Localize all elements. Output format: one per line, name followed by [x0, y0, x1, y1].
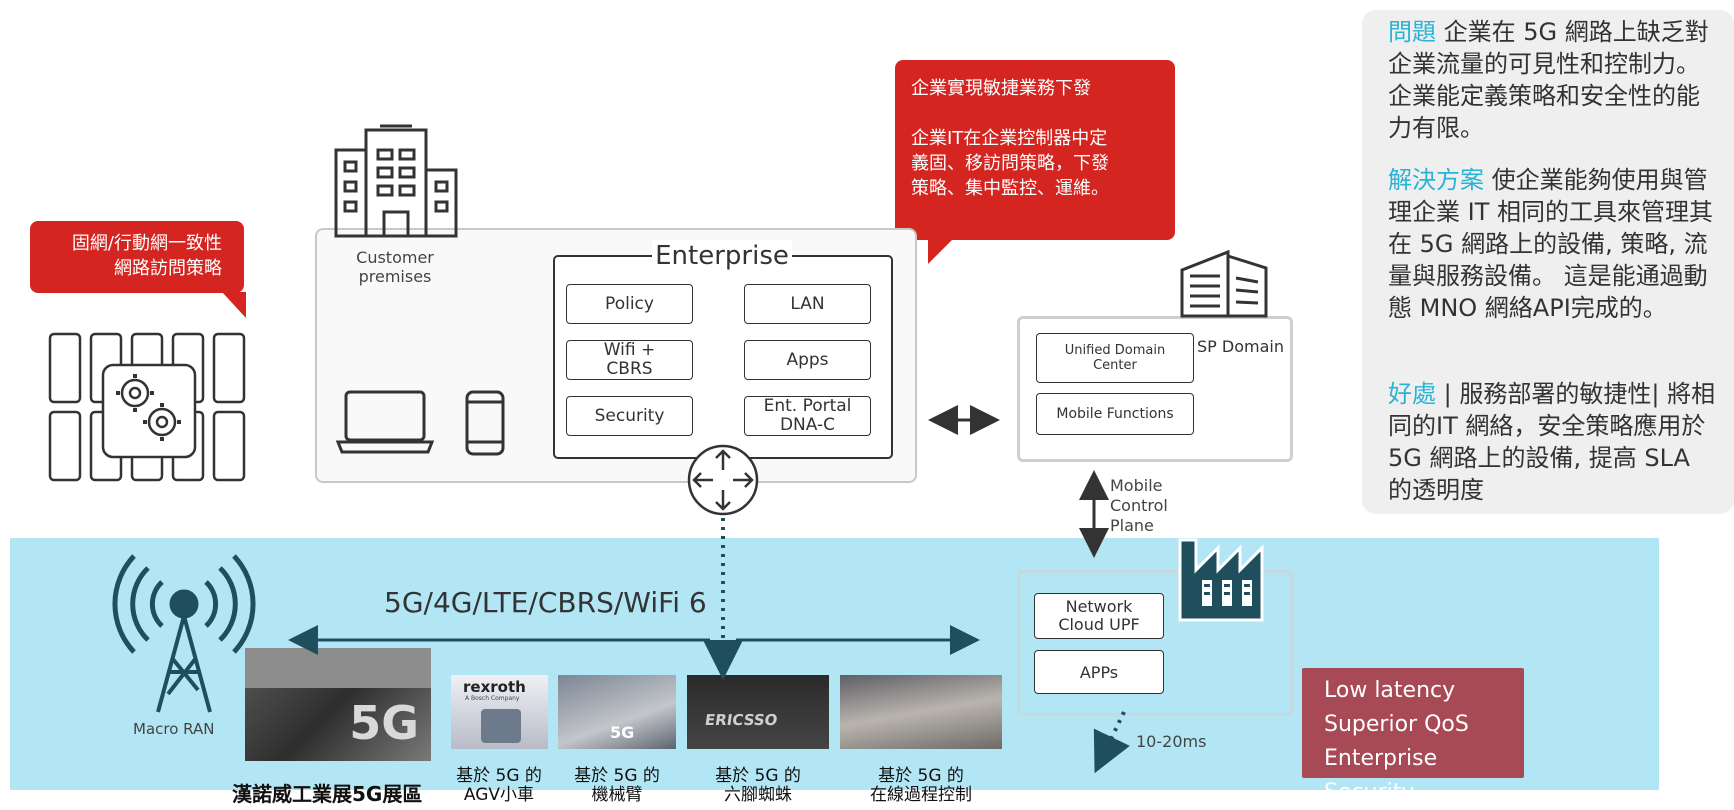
benefit-text: | 服務部署的敏捷性| 將相同的IT 網絡，安全策略應用於 5G 網路上的設備,… — [1388, 380, 1716, 504]
spider-robot-photo: ERICSSO — [687, 675, 829, 749]
process-control-caption-line1: 基於 5G 的 — [878, 766, 964, 786]
benefit-enterprise-security: Enterprise Security — [1324, 746, 1438, 805]
benefit-superior-qos: Superior QoS — [1324, 712, 1469, 737]
robot-arm-caption-line2: 機械臂 — [591, 785, 643, 805]
office-building-icon — [334, 124, 458, 238]
robot-arm-5g-logo: 5G — [610, 723, 635, 742]
apps-box: Apps — [744, 340, 871, 380]
spider-caption-line1: 基於 5G 的 — [715, 766, 801, 786]
problem-text: 企業在 5G 網路上缺乏對企業流量的可見性和控制力。 企業能定義策略和安全性的能… — [1388, 18, 1709, 142]
enterprise-title: Enterprise — [652, 240, 792, 272]
laptop-icon — [335, 390, 435, 454]
robot-arm-photo: 5G — [558, 675, 676, 749]
agile-callout-line1: 企業IT在企業控制器中定 — [911, 128, 1108, 149]
info-panel — [1362, 10, 1734, 514]
agile-callout-line3: 策略、集中監控、運維。 — [911, 178, 1109, 199]
spider-caption-line2: 六腳蜘蛛 — [724, 785, 792, 805]
robot-arm-caption: 基於 5G 的 機械臂 — [567, 767, 667, 805]
agv-caption-line1: 基於 5G 的 — [456, 766, 542, 786]
ent-portal-box: Ent. Portal DNA-C — [744, 396, 871, 436]
mobile-control-plane-label: Mobile Control Plane — [1110, 476, 1168, 536]
agv-caption: 基於 5G 的 AGV小車 — [449, 767, 549, 805]
apps-upf-box: APPs — [1034, 650, 1164, 694]
problem-label: 問題 — [1388, 18, 1436, 46]
spider-caption: 基於 5G 的 六腳蜘蛛 — [708, 767, 808, 805]
policy-callout: 固網/行動網一致性 網路訪問策略 — [30, 221, 244, 293]
benefits-box: Low latency Superior QoS Enterprise Secu… — [1302, 668, 1524, 805]
rexroth-sub-text: A Bosch Company — [465, 695, 520, 702]
problem-paragraph: 問題 企業在 5G 網路上缺乏對企業流量的可見性和控制力。 企業能定義策略和安全… — [1388, 16, 1718, 144]
agv-caption-line2: AGV小車 — [463, 785, 535, 805]
expo-5g-photo: 5G — [245, 648, 431, 761]
agv-shape — [481, 709, 521, 743]
radio-technologies-label: 5G/4G/LTE/CBRS/WiFi 6 — [384, 586, 707, 619]
wifi-cbrs-box: Wifi + CBRS — [566, 340, 693, 380]
upf-box — [1017, 570, 1293, 716]
latency-label: 10-20ms — [1136, 732, 1207, 751]
expo-caption: 漢諾威工業展5G展區 — [232, 782, 423, 806]
macro-ran-label: Macro RAN — [133, 720, 215, 738]
benefit-low-latency: Low latency — [1324, 678, 1456, 703]
expo-photo-ceiling — [245, 648, 431, 688]
lan-box: LAN — [744, 284, 871, 324]
security-box: Security — [566, 396, 693, 436]
premises-line1: Customer — [356, 248, 434, 267]
agile-callout-line2: 義固、移訪問策略，下發 — [911, 153, 1109, 174]
solution-text: 使企業能夠使用與管理企業 IT 相同的工具來管理其在 5G 網路上的設備, 策略… — [1388, 166, 1713, 322]
sp-domain-label: SP Domain — [1197, 337, 1284, 356]
policy-callout-line1: 固網/行動網一致性 — [71, 233, 222, 254]
expo-5g-text: 5G — [349, 696, 419, 750]
premises-line2: premises — [358, 267, 432, 286]
process-control-photo — [840, 675, 1002, 749]
policy-box: Policy — [566, 284, 693, 324]
control-plane-line2: Control — [1110, 496, 1168, 515]
control-plane-line3: Plane — [1110, 516, 1154, 535]
process-control-caption: 基於 5G 的 在線過程控制 — [856, 767, 986, 805]
rexroth-logo-text: rexroth — [463, 678, 526, 696]
agile-callout-title: 企業實現敏捷業務下發 — [911, 78, 1091, 99]
solution-label: 解決方案 — [1388, 166, 1484, 194]
solution-paragraph: 解決方案 使企業能夠使用與管理企業 IT 相同的工具來管理其在 5G 網路上的設… — [1388, 164, 1718, 324]
policy-callout-tail — [222, 292, 246, 318]
agile-callout: 企業實現敏捷業務下發 企業IT在企業控制器中定 義固、移訪問策略，下發 策略、集… — [895, 60, 1175, 240]
agile-callout-tail — [928, 236, 956, 264]
router-icon — [687, 444, 759, 516]
policy-callout-line2: 網路訪問策略 — [114, 258, 222, 279]
benefit-paragraph: 好處 | 服務部署的敏捷性| 將相同的IT 網絡，安全策略應用於 5G 網路上的… — [1388, 378, 1718, 506]
devices-policy-icon — [48, 332, 246, 482]
unified-domain-center-box: Unified Domain Center — [1036, 333, 1194, 383]
radio-tower-icon — [112, 554, 256, 713]
network-cloud-upf-box: Network Cloud UPF — [1034, 593, 1164, 639]
robot-arm-caption-line1: 基於 5G 的 — [574, 766, 660, 786]
data-center-icon — [1180, 249, 1268, 318]
mobile-functions-box: Mobile Functions — [1036, 393, 1194, 435]
factory-icon — [1178, 538, 1264, 622]
agv-photo: rexroth A Bosch Company — [451, 675, 548, 749]
benefit-label: 好處 — [1388, 380, 1436, 408]
phone-icon — [465, 390, 505, 456]
control-plane-line1: Mobile — [1110, 476, 1163, 495]
customer-premises-label: Customer premises — [345, 248, 445, 286]
process-control-caption-line2: 在線過程控制 — [870, 785, 972, 805]
latency-dotted-arrow — [1093, 711, 1130, 774]
